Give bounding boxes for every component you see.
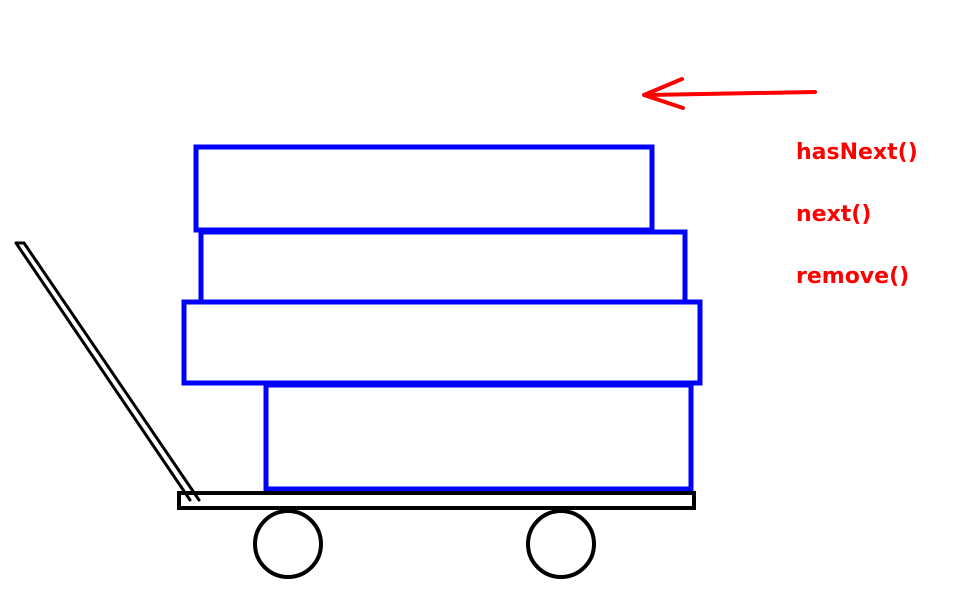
cart-wheel-right — [526, 509, 596, 579]
box-third — [181, 299, 703, 386]
box-top — [193, 144, 655, 233]
arrow-left-icon — [642, 77, 817, 110]
method-label-remove: remove() — [796, 264, 910, 289]
box-bottom — [263, 382, 694, 492]
cart-handle — [14, 241, 201, 502]
method-label-hasnext: hasNext() — [796, 140, 918, 165]
cart-wheel-left — [253, 509, 323, 579]
method-label-next: next() — [796, 202, 872, 227]
cart-platform — [177, 491, 696, 510]
box-second — [198, 229, 688, 305]
